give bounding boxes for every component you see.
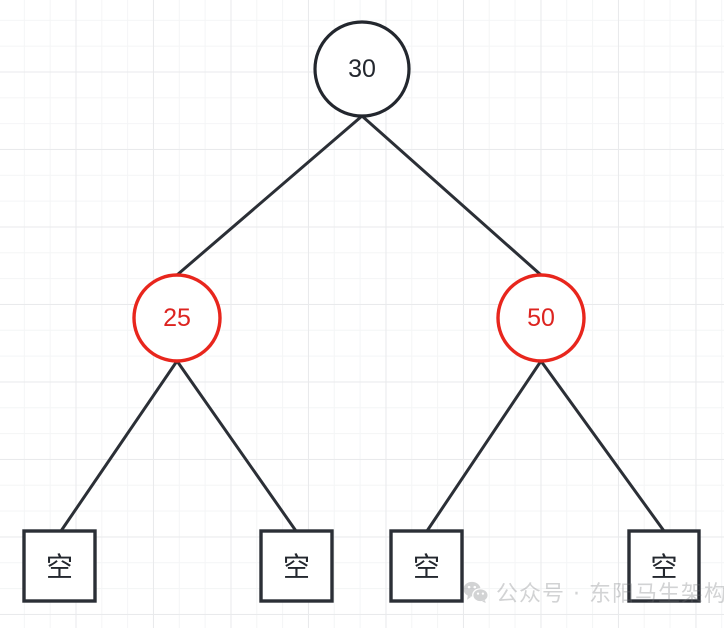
edge-left-to-leaf-2: [175, 360, 298, 532]
node-right-label: 50: [527, 304, 555, 332]
node-leaf-2-label: 空: [283, 553, 310, 584]
node-left-circle[interactable]: [132, 273, 222, 363]
node-leaf-2[interactable]: 空: [259, 529, 334, 603]
node-leaf-4-square[interactable]: [627, 529, 701, 603]
node-root[interactable]: 30: [313, 20, 411, 118]
node-root-label: 30: [348, 55, 376, 83]
edge-root-to-left: [176, 114, 363, 277]
node-right-50[interactable]: 50: [496, 273, 586, 363]
node-root-circle[interactable]: [313, 20, 411, 118]
node-leaf-4-label: 空: [651, 553, 678, 584]
node-left-label: 25: [163, 304, 191, 332]
node-leaf-1-label: 空: [46, 553, 73, 584]
node-leaf-3[interactable]: 空: [389, 529, 464, 603]
edge-right-to-leaf-4: [539, 360, 666, 532]
node-left-25[interactable]: 25: [132, 273, 222, 363]
node-leaf-1[interactable]: 空: [22, 529, 97, 603]
edge-left-to-leaf-1: [59, 360, 179, 532]
node-leaf-4[interactable]: 空: [627, 529, 701, 603]
node-leaf-2-square[interactable]: [259, 529, 334, 603]
edge-group: [59, 114, 666, 532]
node-leaf-1-square[interactable]: [22, 529, 97, 603]
edge-right-to-leaf-3: [425, 360, 543, 532]
node-right-circle[interactable]: [496, 273, 586, 363]
node-leaf-3-label: 空: [413, 553, 440, 584]
edge-root-to-right: [361, 114, 542, 277]
node-leaf-3-square[interactable]: [389, 529, 464, 603]
